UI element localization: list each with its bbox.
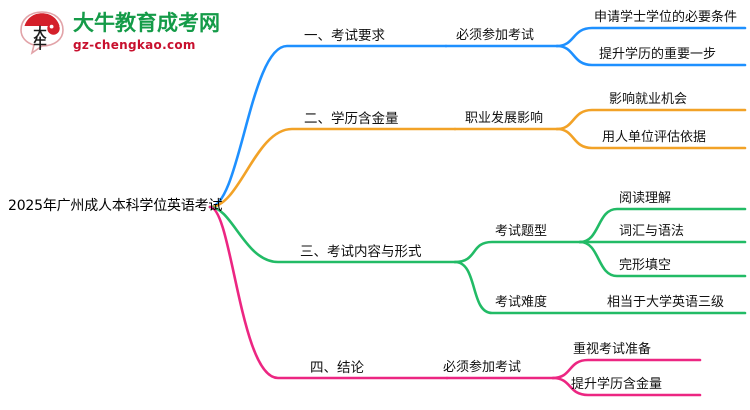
branch-3-child-1-stem: [453, 240, 582, 264]
logo-title: 大牛教育成考网: [73, 11, 220, 35]
branch-1-trunk: [208, 44, 448, 209]
logo-text-block: 大牛教育成考网 gz-chengkao.com: [73, 11, 248, 53]
branch-1-leaf-1-line: [555, 26, 747, 48]
mindmap-root-label[interactable]: 2025年广州成人本科学位英语考试: [8, 198, 223, 214]
branch-1-leaf-2-line: [555, 44, 747, 67]
node-branch-4[interactable]: 四、结论: [310, 360, 364, 376]
branch-4-leaf-1-line: [551, 358, 702, 380]
branch-2-leaf-1-line: [555, 108, 747, 131]
node-branch-1[interactable]: 一、考试要求: [304, 28, 385, 44]
branch-3-lines: [208, 205, 747, 315]
svg-text:大: 大: [33, 25, 47, 42]
node-branch-4-leaf-1[interactable]: 重视考试准备: [573, 342, 652, 357]
node-branch-3-child-2-leaf-1[interactable]: 相当于大学英语三级: [607, 295, 725, 310]
branch-2-trunk: [208, 127, 457, 209]
branch-2-leaf-2-line: [555, 127, 747, 150]
node-branch-3-child-2[interactable]: 考试难度: [495, 295, 548, 310]
node-branch-3-child-1[interactable]: 考试题型: [495, 224, 548, 239]
branch-2-lines: [208, 108, 747, 209]
branch-4-trunk: [208, 205, 449, 380]
node-branch-2-leaf-1[interactable]: 影响就业机会: [609, 92, 688, 107]
node-branch-1-child-1[interactable]: 必须参加考试: [456, 28, 535, 43]
logo-domain: gz-chengkao.com: [73, 38, 196, 52]
branch-4-leaf-2-line: [551, 376, 702, 397]
node-branch-3[interactable]: 三、考试内容与形式: [300, 244, 422, 260]
node-branch-4-leaf-2[interactable]: 提升学历含金量: [571, 377, 663, 392]
svg-text:牛: 牛: [33, 36, 47, 53]
node-branch-2-leaf-2[interactable]: 用人单位评估依据: [602, 130, 707, 145]
node-branch-1-leaf-1[interactable]: 申请学士学位的必要条件: [594, 10, 738, 25]
node-branch-2[interactable]: 二、学历含金量: [304, 111, 399, 127]
branch-4-lines: [208, 205, 702, 397]
branch-3-trunk: [208, 205, 457, 264]
branch-3-child-2-stem: [453, 260, 747, 315]
branch-3-leaf-3-line: [578, 240, 747, 278]
node-branch-3-leaf-3[interactable]: 完形填空: [619, 258, 672, 273]
node-branch-4-child-1[interactable]: 必须参加考试: [443, 360, 522, 375]
branch-1-lines: [208, 26, 747, 209]
node-branch-3-leaf-2[interactable]: 词汇与语法: [619, 224, 685, 239]
node-branch-1-leaf-2[interactable]: 提升学历的重要一步: [599, 47, 717, 62]
node-branch-2-child-1[interactable]: 职业发展影响: [465, 111, 544, 126]
node-branch-3-leaf-1[interactable]: 阅读理解: [619, 191, 672, 206]
site-logo: 大 牛 大牛教育成考网 gz-chengkao.com: [18, 8, 248, 60]
daniu-speech-bubble-logo-icon: 大 牛: [18, 10, 66, 56]
